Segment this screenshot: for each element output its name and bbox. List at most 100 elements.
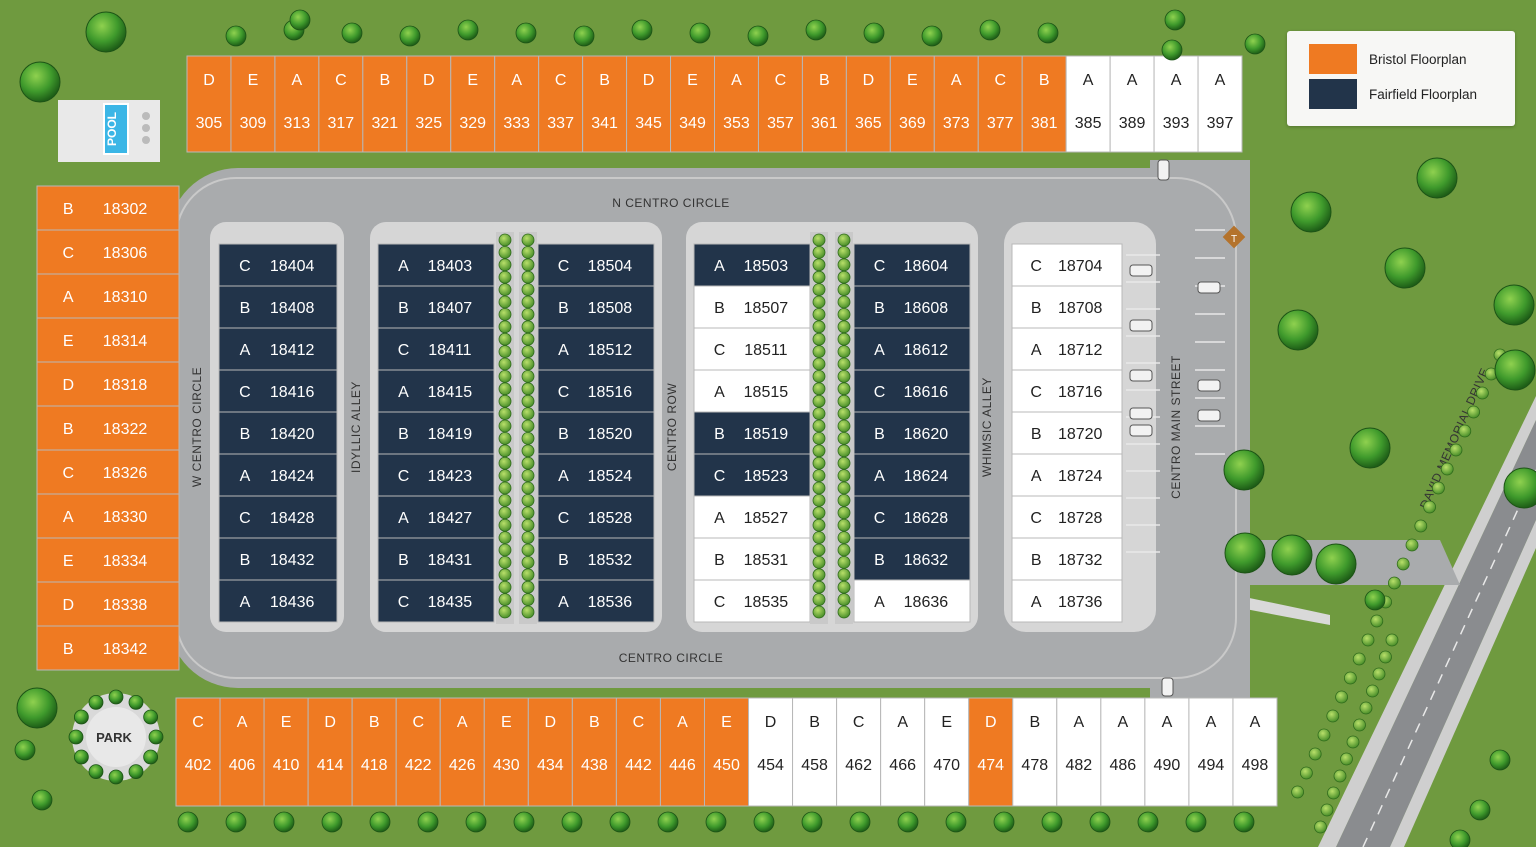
lot-18432[interactable]: B18432 [218, 537, 338, 581]
lot-365[interactable]: D365 [845, 55, 891, 153]
lot-434[interactable]: D434 [527, 697, 573, 807]
lot-18424[interactable]: A18424 [218, 453, 338, 497]
lot-18724[interactable]: A18724 [1011, 453, 1123, 497]
lot-309[interactable]: E309 [230, 55, 276, 153]
lot-18431[interactable]: B18431 [377, 537, 495, 581]
lot-482[interactable]: A482 [1056, 697, 1102, 807]
lot-389[interactable]: A389 [1109, 55, 1155, 153]
lot-430[interactable]: E430 [483, 697, 529, 807]
lot-377[interactable]: C377 [977, 55, 1023, 153]
lot-18531[interactable]: B18531 [693, 537, 811, 581]
lot-18620[interactable]: B18620 [853, 411, 971, 455]
lot-18515[interactable]: A18515 [693, 369, 811, 413]
lot-341[interactable]: B341 [582, 55, 628, 153]
lot-361[interactable]: B361 [801, 55, 847, 153]
lot-373[interactable]: A373 [933, 55, 979, 153]
lot-18403[interactable]: A18403 [377, 243, 495, 287]
lot-458[interactable]: B458 [792, 697, 838, 807]
lot-450[interactable]: E450 [703, 697, 750, 807]
lot-18604[interactable]: C18604 [853, 243, 971, 287]
lot-18419[interactable]: B18419 [377, 411, 495, 455]
lot-18507[interactable]: B18507 [693, 285, 811, 329]
lot-18519[interactable]: B18519 [693, 411, 811, 455]
lot-345[interactable]: D345 [626, 55, 672, 153]
lot-18503[interactable]: A18503 [693, 243, 811, 287]
lot-18306[interactable]: C18306 [36, 229, 180, 275]
lot-18302[interactable]: B18302 [36, 185, 180, 231]
lot-18411[interactable]: C18411 [377, 327, 495, 371]
lot-18632[interactable]: B18632 [853, 537, 971, 581]
lot-353[interactable]: A353 [714, 55, 759, 153]
lot-18427[interactable]: A18427 [377, 495, 495, 539]
lot-313[interactable]: A313 [274, 55, 320, 153]
lot-498[interactable]: A498 [1232, 697, 1278, 807]
lot-317[interactable]: C317 [318, 55, 364, 153]
lot-369[interactable]: E369 [889, 55, 935, 153]
lot-325[interactable]: D325 [406, 55, 452, 153]
lot-18330[interactable]: A18330 [36, 493, 180, 539]
lot-466[interactable]: A466 [880, 697, 926, 807]
lot-18318[interactable]: D18318 [36, 361, 180, 407]
lot-462[interactable]: C462 [836, 697, 882, 807]
lot-410[interactable]: E410 [263, 697, 309, 807]
lot-18728[interactable]: C18728 [1011, 495, 1123, 539]
lot-329[interactable]: E329 [450, 55, 496, 153]
lot-18412[interactable]: A18412 [218, 327, 338, 371]
lot-18420[interactable]: B18420 [218, 411, 338, 455]
lot-18326[interactable]: C18326 [36, 449, 180, 495]
lot-18407[interactable]: B18407 [377, 285, 495, 329]
lot-18415[interactable]: A18415 [377, 369, 495, 413]
lot-18628[interactable]: C18628 [853, 495, 971, 539]
lot-18636[interactable]: A18636 [853, 579, 971, 623]
lot-18528[interactable]: C18528 [537, 495, 655, 539]
lot-18708[interactable]: B18708 [1011, 285, 1123, 329]
lot-18508[interactable]: B18508 [537, 285, 655, 329]
lot-18616[interactable]: C18616 [853, 369, 971, 413]
lot-438[interactable]: B438 [571, 697, 617, 807]
lot-18704[interactable]: C18704 [1011, 243, 1123, 287]
lot-18322[interactable]: B18322 [36, 405, 180, 451]
lot-18511[interactable]: C18511 [693, 327, 811, 371]
lot-333[interactable]: A333 [494, 55, 540, 153]
lot-18527[interactable]: A18527 [693, 495, 811, 539]
lot-18608[interactable]: B18608 [853, 285, 971, 329]
lot-305[interactable]: D305 [186, 55, 232, 153]
lot-385[interactable]: A385 [1065, 55, 1111, 153]
lot-18404[interactable]: C18404 [218, 243, 338, 287]
lot-18535[interactable]: C18535 [693, 579, 811, 623]
lot-18436[interactable]: A18436 [218, 579, 338, 623]
lot-321[interactable]: B321 [362, 55, 408, 153]
lot-18720[interactable]: B18720 [1011, 411, 1123, 455]
lot-470[interactable]: E470 [924, 697, 970, 807]
lot-18416[interactable]: C18416 [218, 369, 338, 413]
lot-18532[interactable]: B18532 [537, 537, 655, 581]
lot-18516[interactable]: C18516 [537, 369, 655, 413]
lot-422[interactable]: C422 [395, 697, 441, 807]
lot-18536[interactable]: A18536 [537, 579, 655, 623]
lot-454[interactable]: D454 [748, 697, 794, 807]
lot-18314[interactable]: E18314 [36, 317, 180, 363]
lot-486[interactable]: A486 [1100, 697, 1146, 807]
lot-18612[interactable]: A18612 [853, 327, 971, 371]
lot-18524[interactable]: A18524 [537, 453, 655, 497]
lot-18435[interactable]: C18435 [377, 579, 495, 623]
lot-18520[interactable]: B18520 [537, 411, 655, 455]
lot-478[interactable]: B478 [1012, 697, 1058, 807]
lot-18512[interactable]: A18512 [537, 327, 655, 371]
lot-18732[interactable]: B18732 [1011, 537, 1123, 581]
lot-18428[interactable]: C18428 [218, 495, 338, 539]
lot-426[interactable]: A426 [439, 697, 485, 807]
lot-494[interactable]: A494 [1188, 697, 1234, 807]
lot-18342[interactable]: B18342 [36, 625, 180, 671]
lot-337[interactable]: C337 [538, 55, 584, 153]
lot-18523[interactable]: C18523 [693, 453, 811, 497]
lot-18624[interactable]: A18624 [853, 453, 971, 497]
lot-397[interactable]: A397 [1197, 55, 1243, 153]
lot-406[interactable]: A406 [219, 697, 265, 807]
lot-414[interactable]: D414 [307, 697, 353, 807]
lot-446[interactable]: A446 [659, 697, 705, 807]
lot-18423[interactable]: C18423 [377, 453, 495, 497]
lot-18338[interactable]: D18338 [36, 581, 180, 627]
lot-349[interactable]: E349 [670, 55, 716, 153]
lot-418[interactable]: B418 [351, 697, 397, 807]
